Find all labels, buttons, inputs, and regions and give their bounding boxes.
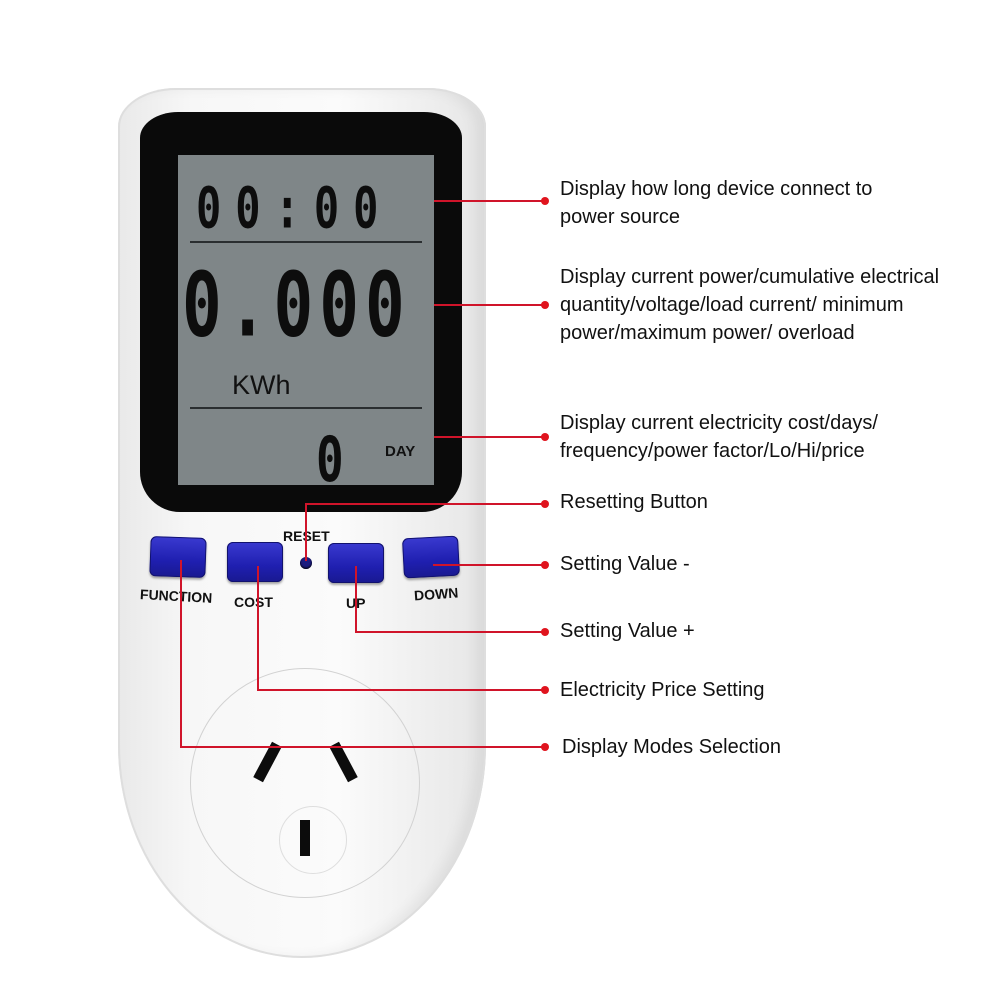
days-readout: 0 [316,423,350,496]
connection-time-readout: 00:00 [196,175,393,242]
callout-label-reset: Resetting Button [560,491,708,513]
callout-label-cost-days: Display current electricity cost/days/ f… [560,412,878,462]
callout-dot-icon [541,197,549,205]
callout-dot-icon [541,433,549,441]
function-button[interactable] [149,536,207,578]
callout-dot-icon [541,743,549,751]
callout-line-function [180,746,546,748]
callout-dot-icon [541,561,549,569]
callout-line-reset [305,503,307,561]
callout-dot-icon [541,301,549,309]
unit-label: KWh [232,370,291,400]
callout-label-display-modes: Display Modes Selection [562,736,781,758]
lcd-screen: 00:00 0.000 KWh 0 DAY [178,155,434,496]
callout-line-up [355,566,357,632]
callout-line-cost [257,566,259,690]
down-button-label: DOWN [413,584,459,604]
callout-label-setting-minus: Setting Value - [560,553,690,575]
callout-line-up [355,631,546,633]
callout-dot-icon [541,628,549,636]
callout-line-time [434,200,546,202]
callout-label-time: Display how long device connect to power… [560,178,873,228]
callout-line-cost [257,689,546,691]
earth-pin-slot-icon [300,820,310,856]
callout-line-cost-days [434,436,546,438]
callout-label-setting-plus: Setting Value + [560,620,695,642]
callout-line-function [180,560,182,747]
callout-dot-icon [541,500,549,508]
callout-label-price-setting: Electricity Price Setting [560,679,765,701]
reset-button[interactable] [300,557,312,569]
power-readout: 0.000 [182,253,411,357]
lcd-divider [190,407,422,409]
callout-line-reset [305,503,546,505]
days-unit-label: DAY [385,443,416,460]
earth-pin-ring [279,806,347,874]
callout-line-down [433,564,546,566]
callout-dot-icon [541,686,549,694]
cost-button-label: COST [234,594,273,610]
lcd-divider [190,241,422,243]
callout-label-power: Display current power/cumulative electri… [560,266,940,344]
cost-button[interactable] [227,542,283,582]
callout-line-power [434,304,546,306]
power-socket-outlet [190,668,420,898]
down-button[interactable] [401,535,461,579]
